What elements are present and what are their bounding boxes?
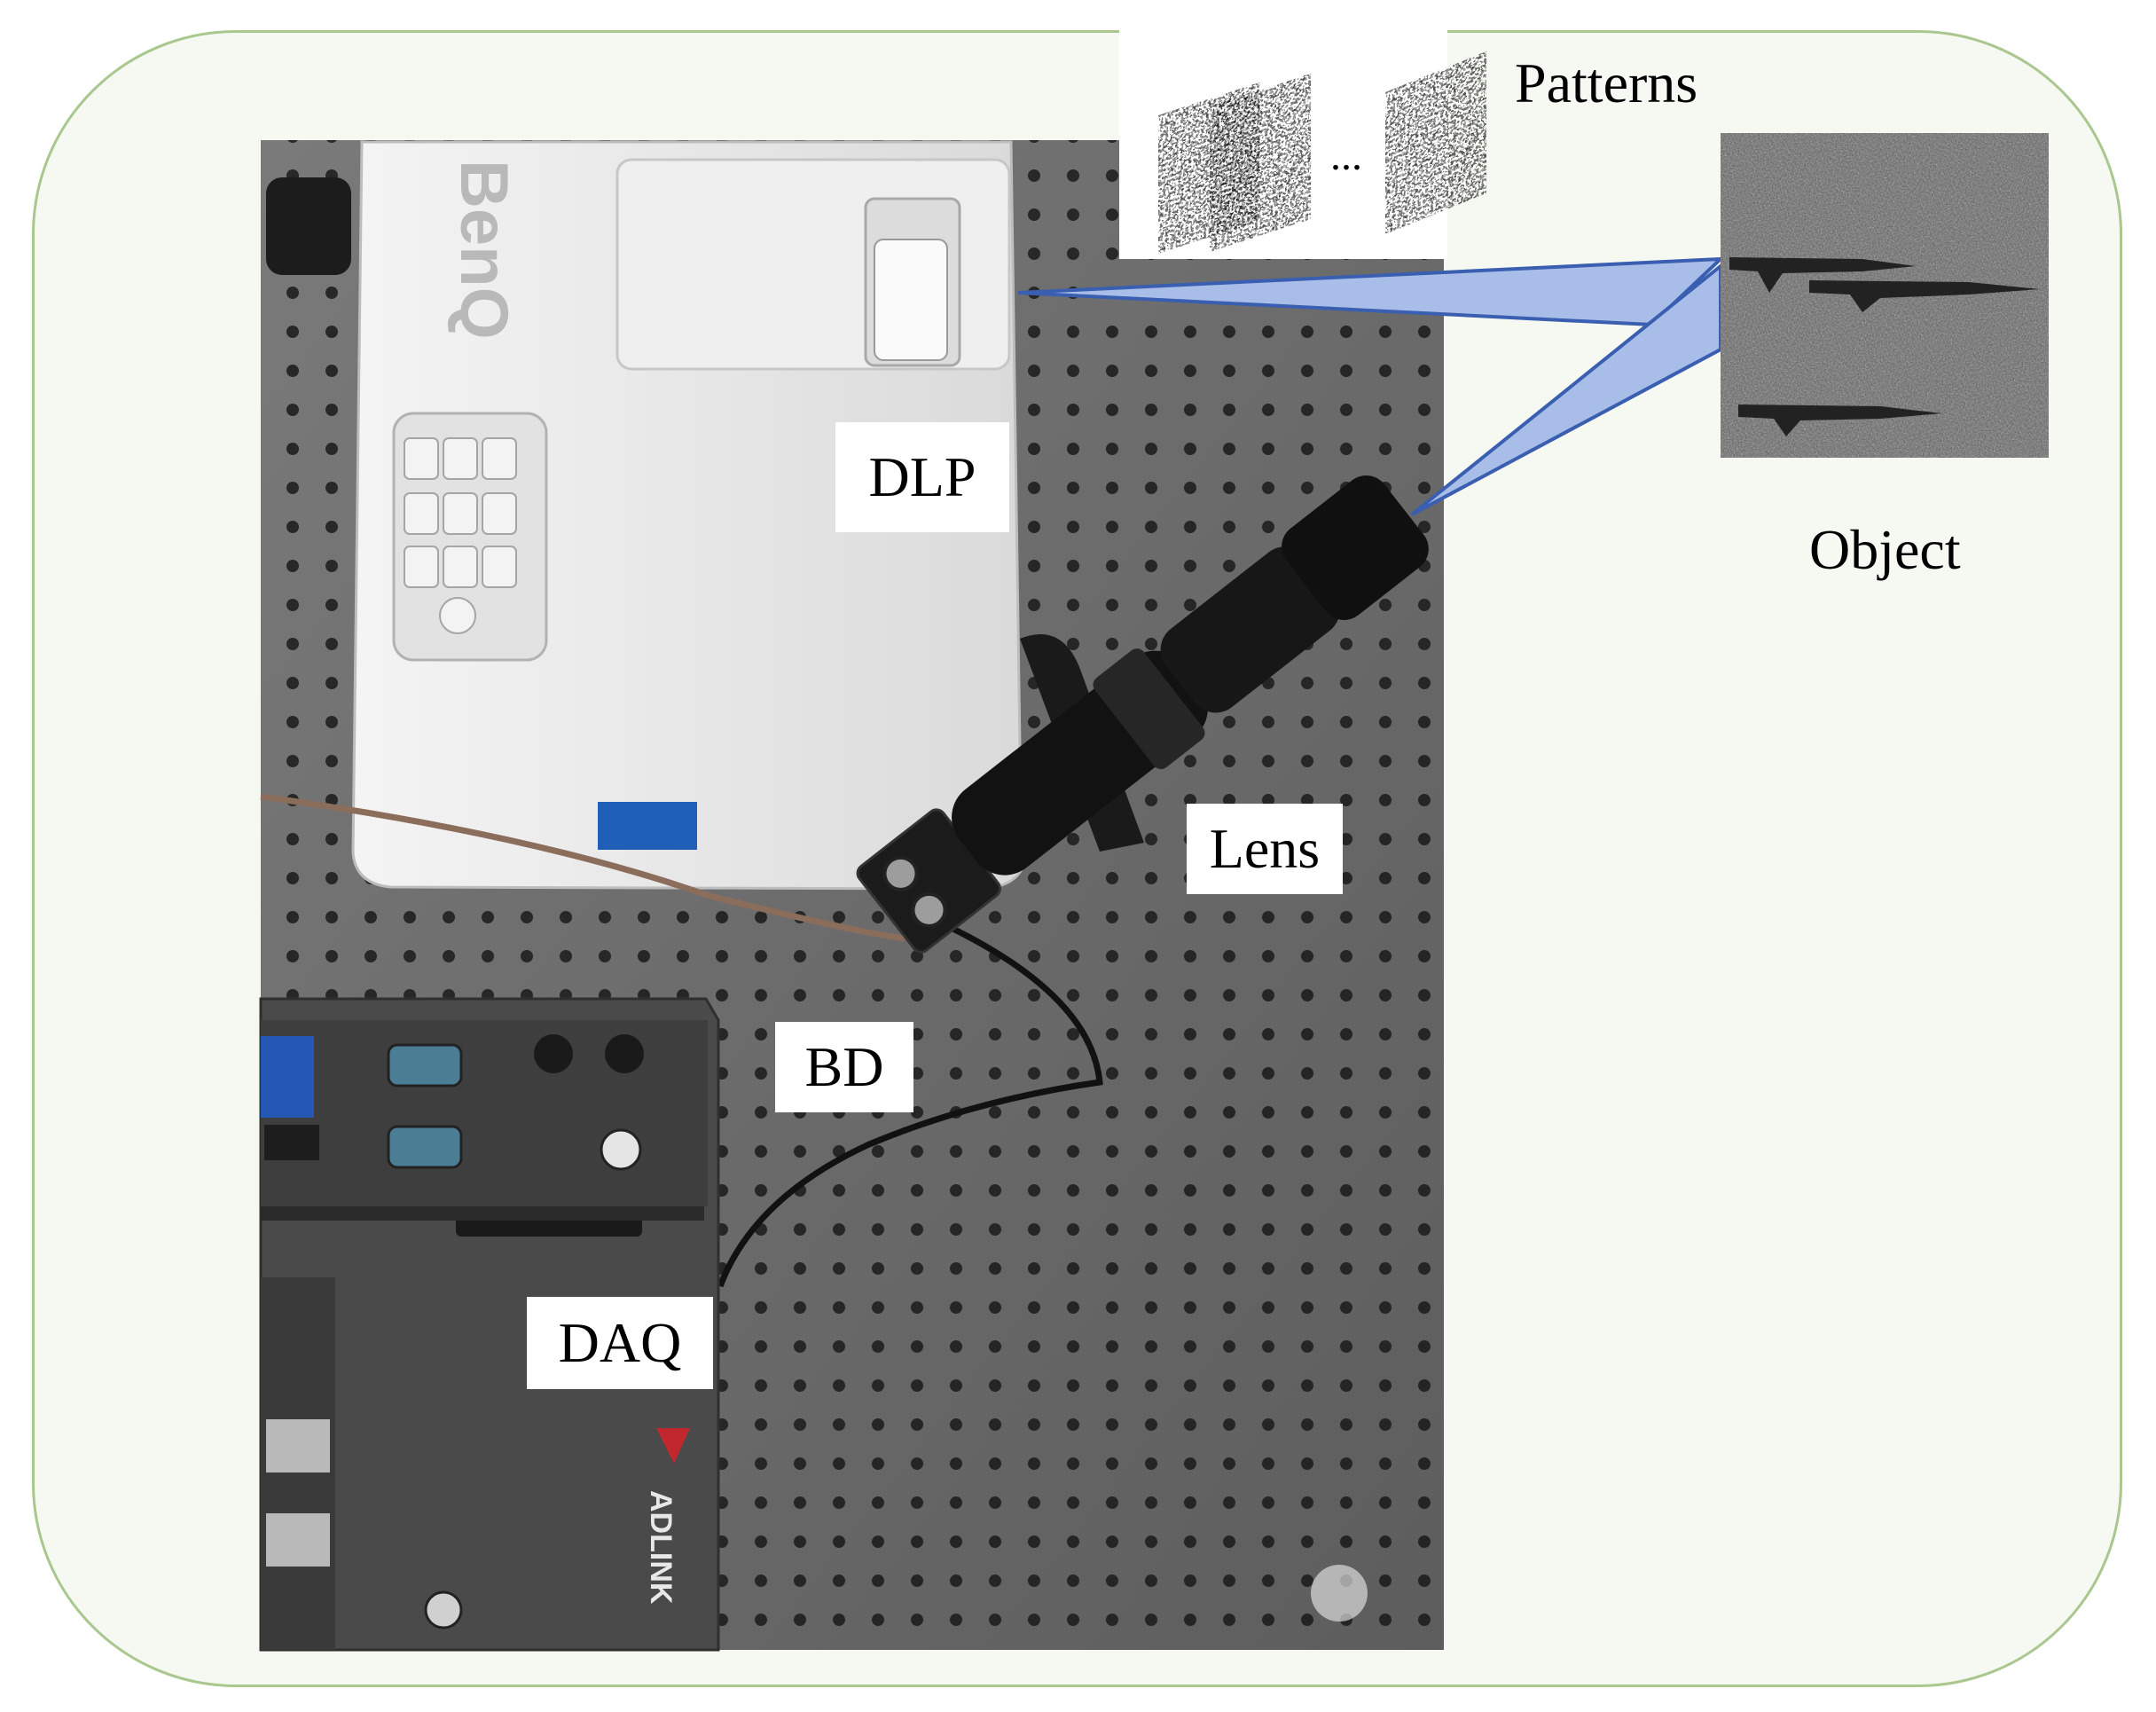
dlp-projector: BenQ [266,140,1023,891]
label-bd: BD [775,1022,913,1112]
object-image [1721,133,2049,458]
daq-usb-port [264,1125,319,1160]
lens-assembly [856,475,1429,954]
signal-cable [260,793,906,942]
projector-sticker [598,802,697,850]
daq-can1-port [387,1043,463,1088]
daq-knob-1 [534,1034,573,1073]
detector-port-2 [911,891,947,928]
setup-photo: BenQ [259,140,1444,1652]
aircraft-silhouettes [1729,257,2040,436]
daq-slot-plate-2 [266,1513,330,1567]
patterns-ellipsis: ... [1330,132,1362,179]
daq-vga-connector [261,1036,314,1118]
daq-screw [424,1590,463,1630]
projector-lens-ring [874,239,948,361]
lens-tube-mid [1160,546,1340,713]
label-object: Object [1809,518,1961,581]
daq-knob-2 [605,1034,644,1073]
lens-tube-front [1282,475,1429,620]
daq-divider [261,1206,704,1221]
label-lens: Lens [1187,804,1343,894]
detector-port-1 [882,855,919,891]
daq-can2-port [387,1125,463,1169]
daq-brand-text: ADLINK [644,1490,678,1605]
table-washer [1311,1565,1368,1622]
daq-power-button [600,1128,642,1171]
projector-shadow [266,177,351,275]
daq-logo-mark [656,1428,690,1464]
lens-clamp [1093,648,1205,770]
pattern-image-2 [1209,72,1312,254]
label-dlp: DLP [835,422,1009,532]
patterns-group [1119,0,1487,259]
projector-brand-text: BenQ [446,160,521,340]
daq-unit: ADLINK [259,997,720,1652]
label-daq: DAQ [527,1297,713,1389]
pattern-image-n [1384,50,1487,236]
power-cable [717,919,1103,1288]
label-patterns: Patterns [1515,51,1698,114]
daq-slot-plate-1 [266,1419,330,1472]
